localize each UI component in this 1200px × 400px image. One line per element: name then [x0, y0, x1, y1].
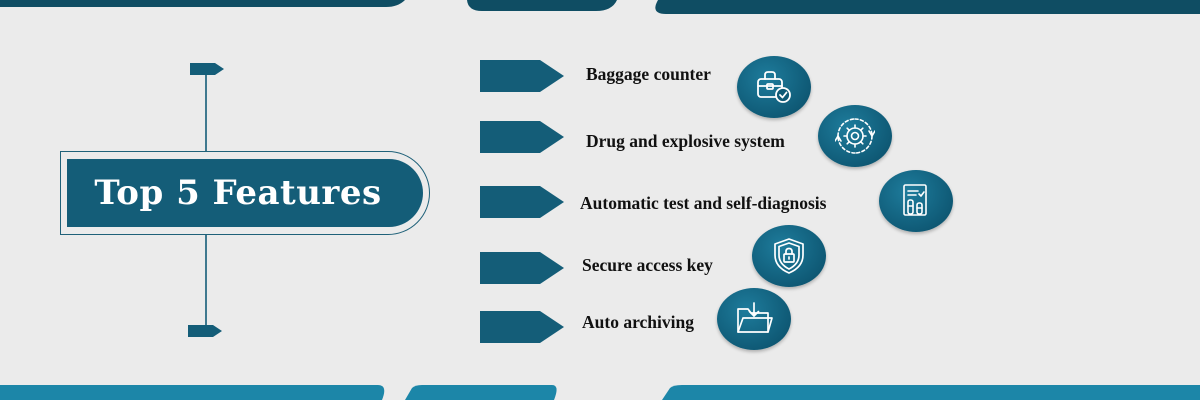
- bottom-band-segment: [662, 385, 1200, 400]
- top-band-segment: [467, 0, 617, 11]
- gear-cycle-icon: [818, 105, 892, 167]
- title-banner-fill: Top 5 Features: [67, 159, 423, 227]
- lab-report-icon: [879, 170, 953, 232]
- feature-label-secure-access: Secure access key: [582, 255, 713, 275]
- feature-arrow-icon: [480, 186, 564, 218]
- top-band-decor: [0, 0, 1200, 14]
- feature-arrow-icon: [480, 311, 564, 343]
- shield-lock-icon: [752, 225, 826, 287]
- title-banner: Top 5 Features: [60, 151, 430, 235]
- feature-label-baggage-counter: Baggage counter: [586, 64, 711, 84]
- bottom-band-segment: [0, 385, 385, 400]
- page-title: Top 5 Features: [94, 173, 382, 213]
- feature-label-automatic-test: Automatic test and self-diagnosis: [580, 193, 827, 213]
- timeline-arrow-bottom-icon: [188, 325, 222, 337]
- feature-label-drug-explosive: Drug and explosive system: [586, 131, 785, 151]
- top-band-segment: [655, 0, 1200, 14]
- timeline-arrow-top-icon: [190, 63, 224, 75]
- feature-arrow-icon: [480, 252, 564, 284]
- bottom-band-decor: [0, 385, 1200, 400]
- bottom-band-segment: [405, 385, 557, 400]
- feature-arrow-icon: [480, 60, 564, 92]
- timeline-connector: [188, 63, 224, 337]
- feature-label-auto-archiving: Auto archiving: [582, 312, 694, 332]
- baggage-check-icon: [737, 56, 811, 118]
- feature-arrow-icon: [480, 121, 564, 153]
- top-band-segment: [0, 0, 405, 7]
- folder-download-icon: [717, 288, 791, 350]
